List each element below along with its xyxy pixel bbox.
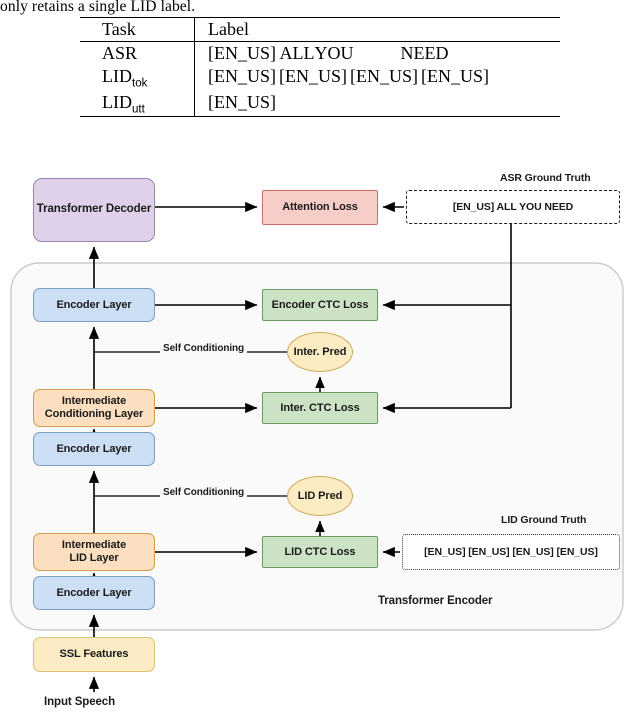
- lidtok-token-3: [EN_US]: [421, 66, 489, 86]
- node-encoder-layer-bottom[interactable]: Encoder Layer: [33, 576, 155, 610]
- caption-text: only retains a single LID label.: [0, 0, 196, 15]
- label-transformer-encoder: Transformer Encoder: [378, 595, 493, 607]
- lidtok-token-2: [EN_US]: [350, 66, 418, 86]
- table-header-label: Label: [194, 17, 560, 42]
- node-encoder-ctc-loss[interactable]: Encoder CTC Loss: [262, 289, 378, 321]
- node-encoder-layer-top[interactable]: Encoder Layer: [33, 288, 155, 322]
- task-label-table-wrapper: Task Label ASR [EN_US] ALLYOU NEED LIDtok…: [80, 17, 560, 118]
- table-cell-label-asr: [EN_US] ALLYOU NEED: [194, 41, 560, 65]
- node-inter-pred[interactable]: Inter. Pred: [287, 332, 353, 372]
- table-header-row: Task Label: [80, 17, 560, 42]
- node-encoder-layer-mid[interactable]: Encoder Layer: [33, 432, 155, 466]
- lidutt-token-0: [EN_US]: [208, 91, 276, 112]
- table-row: LIDtok [EN_US][EN_US][EN_US][EN_US]: [80, 65, 560, 91]
- table-header-task: Task: [80, 17, 195, 42]
- label-self-conditioning-upper: Self Conditioning: [160, 343, 248, 354]
- task-name-lid-tok: LID: [102, 66, 132, 86]
- table-cell-label-lid-tok: [EN_US][EN_US][EN_US][EN_US]: [195, 65, 561, 91]
- node-ssl-features[interactable]: SSL Features: [33, 637, 155, 672]
- lid-layer-line-2: LID Layer: [69, 552, 119, 564]
- node-lid-pred[interactable]: LID Pred: [287, 476, 353, 516]
- node-intermediate-conditioning-layer-text: Intermediate Conditioning Layer: [44, 395, 144, 421]
- node-attention-loss[interactable]: Attention Loss: [262, 190, 378, 225]
- task-name-lid-utt: LID: [102, 91, 132, 112]
- label-asr-ground-truth: ASR Ground Truth: [500, 172, 591, 184]
- task-subscript-tok: tok: [132, 77, 148, 90]
- node-transformer-decoder[interactable]: Transformer Decoder: [33, 178, 155, 242]
- label-self-conditioning-lower: Self Conditioning: [160, 487, 248, 498]
- task-subscript-utt: utt: [132, 103, 145, 116]
- table-row: LIDutt [EN_US]: [80, 90, 560, 118]
- label-lid-ground-truth: LID Ground Truth: [501, 514, 587, 526]
- node-intermediate-lid-layer-text: Intermediate LID Layer: [62, 539, 126, 565]
- node-lid-ground-truth-box: [EN_US] [EN_US] [EN_US] [EN_US]: [402, 534, 620, 570]
- table-cell-label-lid-utt: [EN_US]: [194, 90, 560, 118]
- task-label-table: Task Label ASR [EN_US] ALLYOU NEED LIDtok…: [80, 17, 560, 118]
- table-cell-task-lid-tok: LIDtok: [80, 65, 195, 91]
- lidtok-token-0: [EN_US]: [208, 66, 276, 86]
- node-inter-ctc-loss[interactable]: Inter. CTC Loss: [262, 392, 378, 424]
- table-cell-task-lid-utt: LIDutt: [80, 90, 195, 118]
- task-name-asr: ASR: [102, 43, 138, 63]
- node-lid-ctc-loss[interactable]: LID CTC Loss: [262, 536, 378, 568]
- cond-layer-line-1: Intermediate: [61, 395, 127, 408]
- table-cell-task-asr: ASR: [80, 41, 195, 65]
- asr-token-1: YOU: [314, 43, 354, 63]
- node-asr-ground-truth-box: [EN_US] ALL YOU NEED: [406, 190, 620, 224]
- label-input-speech: Input Speech: [44, 696, 116, 708]
- lid-layer-line-1: Intermediate: [61, 539, 127, 552]
- node-intermediate-lid-layer[interactable]: Intermediate LID Layer: [33, 533, 155, 571]
- node-intermediate-conditioning-layer[interactable]: Intermediate Conditioning Layer: [33, 389, 155, 427]
- cond-layer-line-2: Conditioning Layer: [44, 408, 144, 420]
- asr-token-0: [EN_US] ALL: [208, 43, 315, 63]
- asr-token-2: NEED: [400, 43, 449, 63]
- table-row: ASR [EN_US] ALLYOU NEED: [80, 41, 560, 65]
- lidtok-token-1: [EN_US]: [279, 66, 347, 86]
